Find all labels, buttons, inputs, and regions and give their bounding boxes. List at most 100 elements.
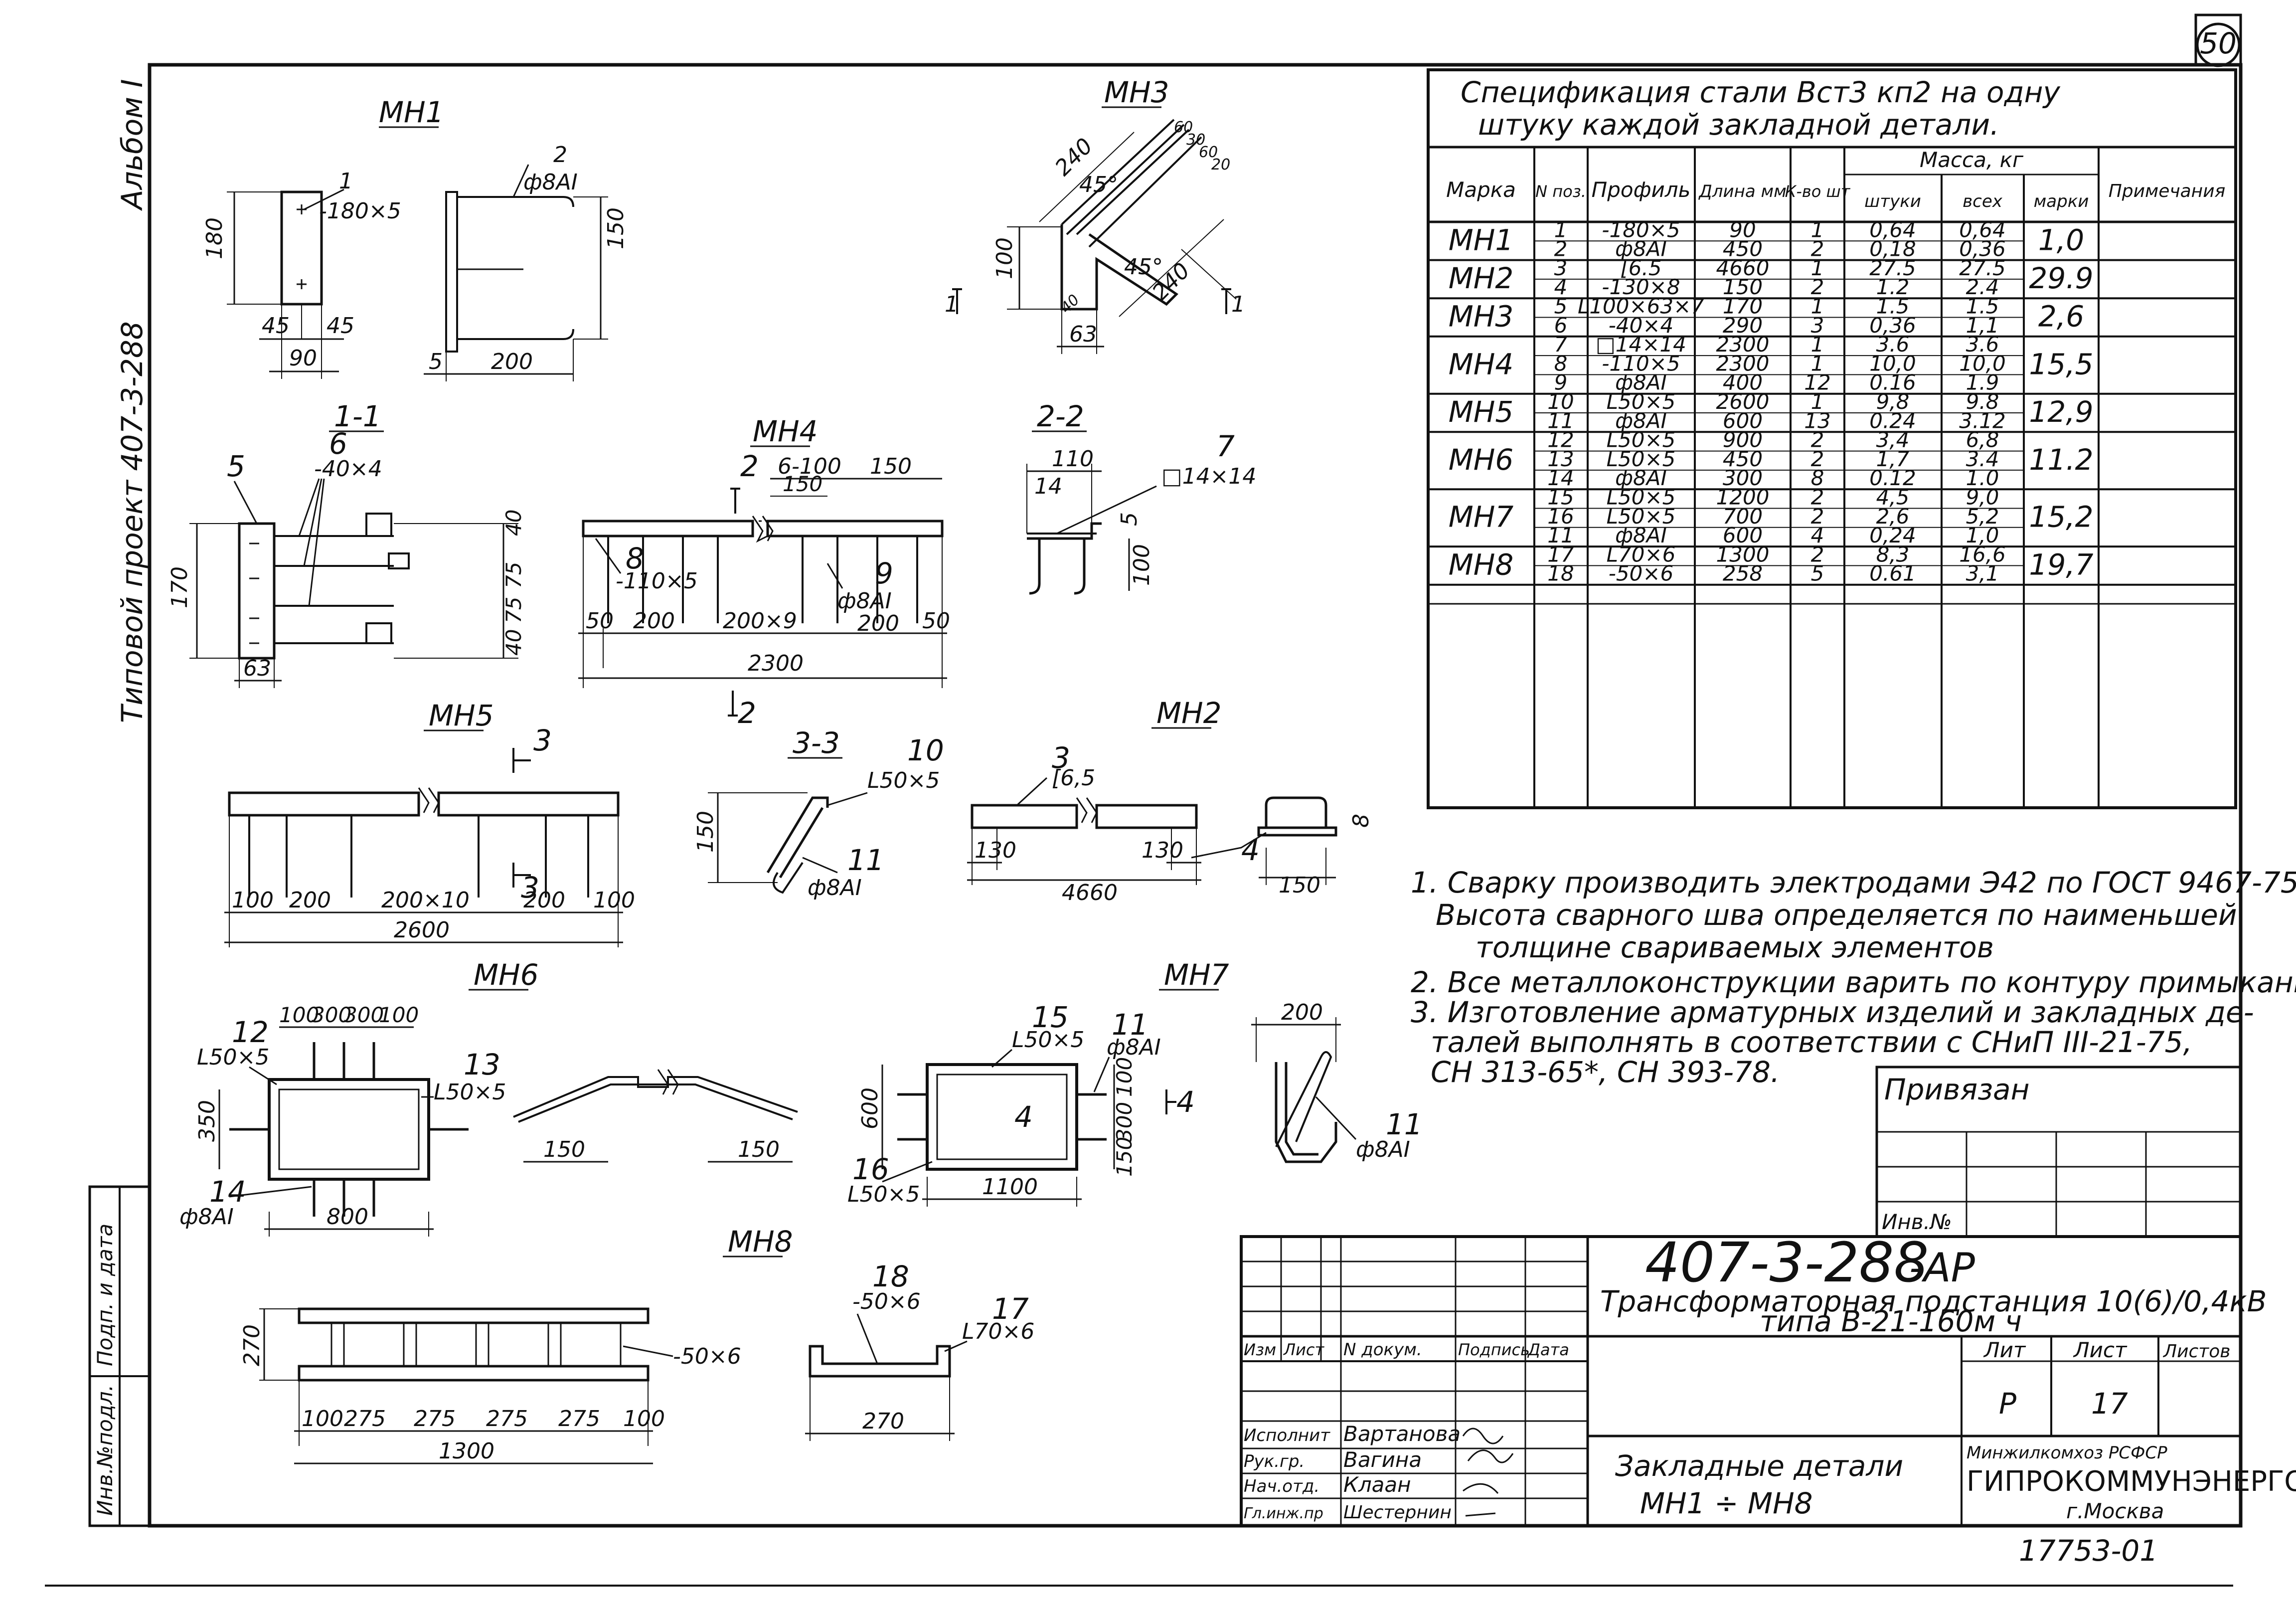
spec-cell-qty: 2 (1811, 237, 1824, 261)
spec-cell-length: 450 (1723, 237, 1763, 261)
spec-cell-profile: L50×5 (1607, 389, 1676, 414)
mn4-dim-2300: 2300 (748, 651, 804, 676)
spec-cell-profile: ф8АI (1615, 408, 1667, 433)
spec-cell-all: 1,0 (1966, 523, 1999, 547)
spec-cell-all: 16,6 (1959, 542, 2006, 566)
spec-cell-unit: 4,5 (1876, 485, 1910, 510)
spec-cell-pos: 2 (1554, 237, 1568, 261)
project-name-1: Трансформаторная подстанция 10(6)/0,4кВ (1600, 1284, 2267, 1318)
mn7-side-rod: ф8АI (1356, 1137, 1410, 1162)
spec-cell-qty: 1 (1811, 351, 1824, 375)
spec-cell-qty: 8 (1811, 466, 1824, 490)
spec-cell-profile: -50×6 (1609, 561, 1674, 586)
spec-header-note: Примечания (2109, 181, 2226, 201)
mn5-dim-2600: 2600 (394, 917, 450, 943)
spec-cell-mass-mark: 1,0 (2038, 223, 2084, 257)
spec-cell-length: 300 (1723, 466, 1763, 490)
spec-cell-all: 3.6 (1966, 332, 1999, 357)
s33-angle: L50×5 (867, 768, 940, 793)
mn3-dim-100: 100 (992, 237, 1017, 279)
spec-cell-qty: 1 (1811, 256, 1824, 280)
s22-pos-7: 7 (1216, 429, 1235, 463)
spec-cell-marka: МН2 (1449, 261, 1514, 295)
spec-header-mass: Масса, кг (1920, 148, 2024, 172)
mn7-pos-15: 15 (1032, 1000, 1069, 1034)
mn5-dim-200x10: 200×10 (381, 888, 470, 913)
mn8-dim-270b: 270 (862, 1409, 904, 1434)
side-stamp-sign: Подп. и дата (93, 1224, 117, 1366)
staff-name-3: Клаан (1343, 1472, 1411, 1497)
mn7-pos-11: 11 (1112, 1008, 1148, 1042)
mn1-rod: ф8АI (523, 170, 578, 195)
spec-cell-pos: 5 (1554, 294, 1568, 319)
spec-cell-profile: ф8АI (1615, 523, 1667, 547)
mn4-dim-50a: 50 (586, 608, 614, 634)
mn8-plate: -50×6 (673, 1344, 741, 1369)
spec-cell-pos: 1 (1554, 217, 1568, 242)
mn4-rod: ф8АI (837, 588, 892, 614)
mn4-title: МН4 (753, 414, 818, 448)
mn8-dim-275b: 275 (414, 1406, 456, 1432)
mn3-dim-60b: 60 (1199, 144, 1218, 161)
mn5-dim-100b: 100 (593, 888, 635, 913)
sheets-label: Листов (2162, 1341, 2230, 1362)
spec-cell-unit: 0,36 (1869, 313, 1916, 338)
spec-cell-length: 2600 (1716, 389, 1770, 414)
mn3-cut-right: 1 (1231, 292, 1245, 317)
mn3-dim-30: 30 (1186, 131, 1205, 149)
sheet-label: Лист (2073, 1338, 2128, 1362)
spec-cell-all: 5,2 (1966, 504, 1999, 529)
mn1-dim-150: 150 (603, 207, 629, 249)
mn7-pos-16: 16 (852, 1152, 889, 1186)
spec-cell-pos: 10 (1547, 389, 1574, 414)
mn1-title: МН1 (379, 95, 444, 129)
mn3-angle-a: 45° (1079, 172, 1118, 197)
spec-cell-all: 9,0 (1966, 485, 1999, 510)
spec-cell-qty: 2 (1811, 447, 1824, 471)
mn6-pos-13: 13 (464, 1048, 500, 1081)
mn5-dim-100a: 100 (232, 888, 274, 913)
mn4-cut-top: 2 (740, 449, 759, 483)
mn1-dim-200: 200 (491, 349, 533, 374)
mn8-dim-275a: 275 (344, 1406, 386, 1432)
rev-header-date: Дата (1527, 1340, 1569, 1359)
mn2-pos-3: 3 (1052, 741, 1070, 775)
mn2-dim-4660: 4660 (1062, 880, 1118, 905)
spec-cell-length: 700 (1723, 504, 1763, 529)
mn7-dim-1100: 1100 (982, 1174, 1038, 1200)
spec-cell-profile: ф8АI (1615, 370, 1667, 395)
note-line-3: толщине свариваемых элементов (1476, 930, 1994, 964)
mn6-dim-100b: 100 (379, 1003, 419, 1027)
mn7-dim-300: 300 (1112, 1102, 1137, 1142)
mn8-dim-275d: 275 (558, 1406, 600, 1432)
spec-cell-marka: МН3 (1449, 300, 1514, 334)
spec-cell-profile: L50×5 (1607, 485, 1676, 510)
s22-dim-5: 5 (1117, 512, 1142, 526)
mn6-dim-800: 800 (327, 1204, 368, 1230)
spec-cell-profile: -40×4 (1609, 313, 1674, 338)
sheet-frame: 50 Инв.№подл. Подп. и дата Альбом I Типо… (45, 13, 2243, 1587)
spec-cell-unit: 3.6 (1876, 332, 1910, 357)
mn2-dim-130a: 130 (975, 838, 1016, 863)
section-2-2: 2-2 110 14 5 100 7 □14×14 (1026, 399, 1256, 595)
mn4-cut-bottom: 2 (738, 696, 756, 730)
mn3-dim-63: 63 (1069, 322, 1097, 347)
spec-cell-length: 450 (1723, 447, 1763, 471)
lit-label: Лит (1983, 1338, 2026, 1362)
spec-title-2: штуку каждой закладной детали. (1478, 108, 1999, 142)
mn7-cut-side: 4 (1176, 1085, 1195, 1119)
spec-cell-all: 1.5 (1966, 294, 1999, 319)
detail-mn4: МН4 50 200 200×9 200 50 2300 6-100 150 1… (578, 414, 950, 730)
spec-cell-all: 1.9 (1966, 370, 1999, 395)
spec-cell-unit: 0,64 (1869, 217, 1916, 242)
note-line-1: 1. Сварку производить электродами Э42 по… (1411, 866, 2296, 899)
spec-cell-qty: 5 (1811, 561, 1824, 586)
org-name: ГИПРОКОММУНЭНЕРГО (1967, 1465, 2296, 1498)
spec-cell-profile: ф8АI (1615, 466, 1667, 490)
mn4-pos-8: 8 (626, 541, 644, 575)
spec-cell-length: 600 (1723, 408, 1763, 433)
s33-title: 3-3 (793, 726, 840, 760)
spec-cell-profile: L50×5 (1607, 428, 1676, 452)
detail-mn2: МН2 130 130 4660 3 [6,5 150 8 4 (967, 696, 1374, 905)
spec-cell-profile: □14×14 (1596, 332, 1686, 357)
